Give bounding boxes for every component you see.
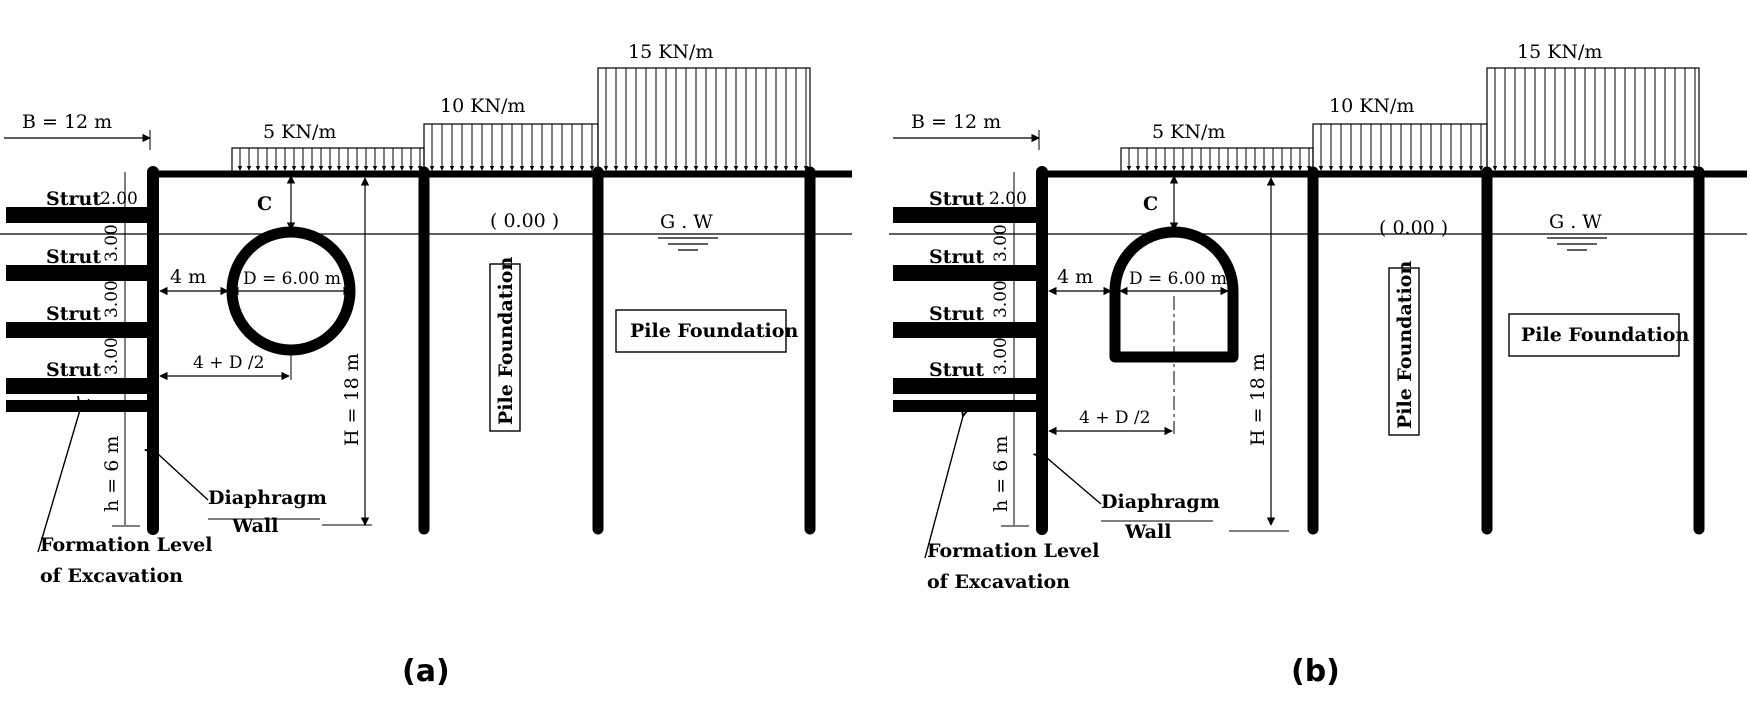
load-label-15: 15 KN/m xyxy=(628,41,713,63)
spacing-1: 2.00 xyxy=(989,189,1027,209)
load-10kn xyxy=(423,123,599,173)
formation-label-1: Formation Level xyxy=(927,540,1099,562)
formation-label-2: of Excavation xyxy=(40,565,183,587)
strut-4 xyxy=(6,378,152,394)
strut-label-4: Strut xyxy=(46,359,101,381)
height-label: H = 18 m xyxy=(341,353,363,446)
tunnel-horseshoe xyxy=(1109,226,1239,363)
embed-depth-label: h = 6 m xyxy=(990,436,1012,512)
panel-a: Strut Strut Strut Strut 2.00 3.00 3.00 3… xyxy=(0,41,852,689)
groundwater-label: G . W xyxy=(660,211,713,233)
strut-4 xyxy=(893,378,1041,394)
strut-3 xyxy=(893,322,1041,338)
spacing-3: 3.00 xyxy=(102,280,122,318)
strut-label-3: Strut xyxy=(46,303,101,325)
load-label-10: 10 KN/m xyxy=(1329,95,1414,117)
groundwater-symbol xyxy=(1547,237,1607,251)
pile-vertical-label: Pile Foundation xyxy=(1394,261,1416,429)
spacing-4: 3.00 xyxy=(991,337,1011,375)
diaphragm-label-1: Diaphragm xyxy=(208,487,327,509)
strut-5 xyxy=(893,400,1041,412)
load-label-10: 10 KN/m xyxy=(440,95,525,117)
diaphragm-label-2: Wall xyxy=(1124,521,1171,543)
cover-label: C xyxy=(257,193,272,215)
groundwater-label: G . W xyxy=(1549,211,1602,233)
diaphragm-label-2: Wall xyxy=(231,515,278,537)
strut-3 xyxy=(6,322,152,338)
cover-label: C xyxy=(1143,193,1158,215)
panel-caption: (a) xyxy=(402,654,450,689)
strut-label-1: Strut xyxy=(929,188,984,210)
strut-label-4: Strut xyxy=(929,359,984,381)
formation-label-1: Formation Level xyxy=(40,534,212,556)
diaphragm-label-1: Diaphragm xyxy=(1101,491,1220,513)
offset-center-label: 4 + D /2 xyxy=(1079,408,1150,428)
formation-label-2: of Excavation xyxy=(927,571,1070,593)
load-label-5: 5 KN/m xyxy=(263,121,336,143)
load-15kn xyxy=(597,67,811,173)
strut-label-2: Strut xyxy=(46,246,101,268)
load-label-15: 15 KN/m xyxy=(1517,41,1602,63)
strut-5 xyxy=(6,400,152,412)
pile-box-label: Pile Foundation xyxy=(630,320,798,342)
groundwater-symbol xyxy=(658,237,718,251)
datum-label: ( 0.00 ) xyxy=(490,210,559,232)
offset-label: 4 m xyxy=(170,266,206,288)
strut-2 xyxy=(6,265,152,281)
panel-b: Strut Strut Strut Strut 2.00 3.00 3.00 3… xyxy=(889,41,1747,689)
strut-label-3: Strut xyxy=(929,303,984,325)
strut-label-2: Strut xyxy=(929,246,984,268)
embed-depth-label: h = 6 m xyxy=(101,436,123,512)
pile-box-label: Pile Foundation xyxy=(1521,324,1689,346)
diameter-label: D = 6.00 m xyxy=(1129,269,1227,289)
offset-label: 4 m xyxy=(1057,266,1093,288)
offset-center-label: 4 + D /2 xyxy=(193,353,264,373)
datum-label: ( 0.00 ) xyxy=(1379,217,1448,239)
width-label: B = 12 m xyxy=(22,111,112,133)
load-5kn xyxy=(1120,147,1314,173)
diameter-label: D = 6.00 m xyxy=(243,269,341,289)
strut-2 xyxy=(893,265,1041,281)
panel-caption: (b) xyxy=(1291,654,1340,689)
spacing-3: 3.00 xyxy=(991,280,1011,318)
load-5kn xyxy=(231,147,425,173)
spacing-4: 3.00 xyxy=(102,337,122,375)
width-label: B = 12 m xyxy=(911,111,1001,133)
load-15kn xyxy=(1486,67,1700,173)
strut-1 xyxy=(6,207,152,223)
load-label-5: 5 KN/m xyxy=(1152,121,1225,143)
strut-1 xyxy=(893,207,1041,223)
strut-label-1: Strut xyxy=(46,188,101,210)
spacing-1: 2.00 xyxy=(100,189,138,209)
spacing-2: 3.00 xyxy=(102,224,122,262)
pile-vertical-label: Pile Foundation xyxy=(495,257,517,425)
load-10kn xyxy=(1312,123,1488,173)
height-label: H = 18 m xyxy=(1247,353,1269,446)
spacing-2: 3.00 xyxy=(991,224,1011,262)
